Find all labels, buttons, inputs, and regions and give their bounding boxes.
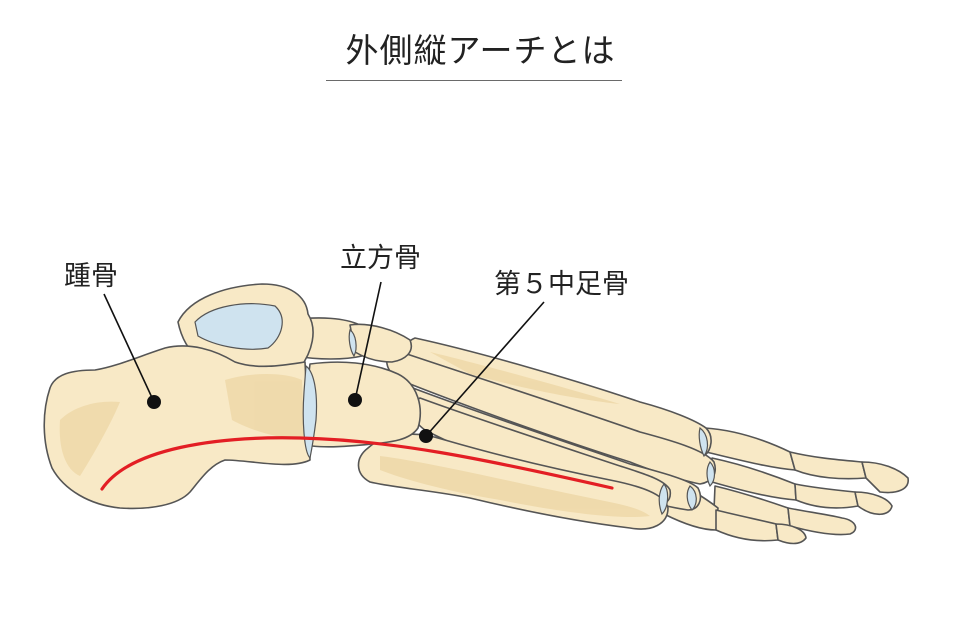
bone-shading bbox=[59, 352, 650, 518]
lateral-arch-line bbox=[100, 436, 614, 491]
joint-cartilage bbox=[194, 303, 716, 516]
cuboid-marker bbox=[348, 393, 362, 407]
calcaneus-leader-line bbox=[103, 293, 155, 403]
metatarsal-leader-line bbox=[425, 301, 545, 437]
calcaneus-label: 踵骨 bbox=[64, 261, 118, 292]
cuboid-leader-line bbox=[354, 281, 382, 401]
fifth-metatarsal-label: 第５中足骨 bbox=[494, 269, 629, 300]
page-title: 外側縦アーチとは bbox=[345, 31, 616, 70]
fifth-metatarsal-marker bbox=[419, 429, 433, 443]
title-underline bbox=[326, 80, 622, 81]
calcaneus-marker bbox=[147, 395, 161, 409]
cuboid-label: 立方骨 bbox=[340, 243, 421, 274]
